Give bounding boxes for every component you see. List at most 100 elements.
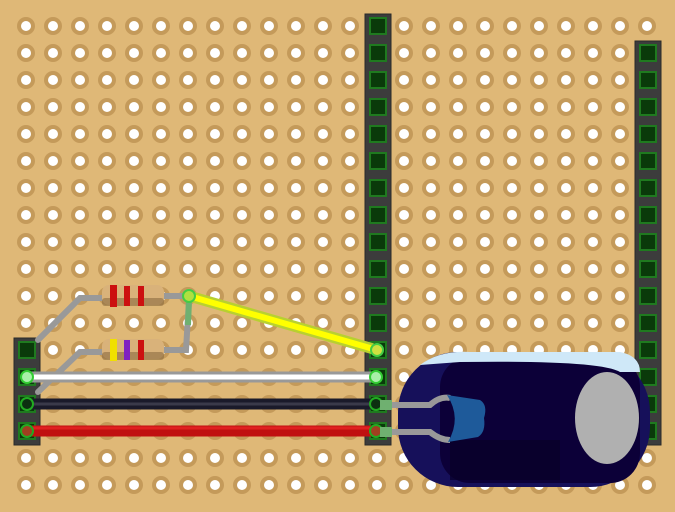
hole[interactable] bbox=[426, 210, 436, 220]
hole[interactable] bbox=[426, 237, 436, 247]
hole[interactable] bbox=[291, 21, 301, 31]
hole[interactable] bbox=[264, 345, 274, 355]
hole[interactable] bbox=[615, 291, 625, 301]
hole[interactable] bbox=[318, 183, 328, 193]
hole[interactable] bbox=[561, 318, 571, 328]
hole[interactable] bbox=[291, 291, 301, 301]
hole[interactable] bbox=[507, 291, 517, 301]
hole[interactable] bbox=[21, 291, 31, 301]
hole[interactable] bbox=[21, 129, 31, 139]
hole[interactable] bbox=[102, 48, 112, 58]
hole[interactable] bbox=[237, 480, 247, 490]
hole[interactable] bbox=[237, 102, 247, 112]
hole[interactable] bbox=[507, 75, 517, 85]
hole[interactable] bbox=[318, 156, 328, 166]
hole[interactable] bbox=[237, 183, 247, 193]
hole[interactable] bbox=[318, 210, 328, 220]
hole[interactable] bbox=[264, 75, 274, 85]
hole[interactable] bbox=[129, 75, 139, 85]
hole[interactable] bbox=[399, 318, 409, 328]
hole[interactable] bbox=[507, 264, 517, 274]
hole[interactable] bbox=[561, 210, 571, 220]
hole[interactable] bbox=[399, 210, 409, 220]
hole[interactable] bbox=[291, 102, 301, 112]
hole[interactable] bbox=[480, 75, 490, 85]
hole[interactable] bbox=[102, 129, 112, 139]
hole[interactable] bbox=[156, 318, 166, 328]
header-pin[interactable] bbox=[639, 287, 657, 305]
hole[interactable] bbox=[345, 453, 355, 463]
header-pin[interactable] bbox=[639, 71, 657, 89]
header-pin[interactable] bbox=[369, 260, 387, 278]
hole[interactable] bbox=[345, 48, 355, 58]
hole[interactable] bbox=[183, 48, 193, 58]
hole[interactable] bbox=[75, 183, 85, 193]
hole[interactable] bbox=[75, 156, 85, 166]
hole[interactable] bbox=[48, 264, 58, 274]
hole[interactable] bbox=[480, 183, 490, 193]
hole[interactable] bbox=[156, 102, 166, 112]
hole[interactable] bbox=[183, 453, 193, 463]
hole[interactable] bbox=[615, 102, 625, 112]
hole[interactable] bbox=[129, 237, 139, 247]
hole[interactable] bbox=[426, 75, 436, 85]
hole[interactable] bbox=[237, 75, 247, 85]
hole[interactable] bbox=[399, 291, 409, 301]
hole[interactable] bbox=[588, 264, 598, 274]
hole[interactable] bbox=[264, 480, 274, 490]
hole[interactable] bbox=[291, 345, 301, 355]
header-pin[interactable] bbox=[369, 71, 387, 89]
hole[interactable] bbox=[48, 291, 58, 301]
hole[interactable] bbox=[588, 291, 598, 301]
hole[interactable] bbox=[237, 318, 247, 328]
hole[interactable] bbox=[156, 156, 166, 166]
hole[interactable] bbox=[588, 48, 598, 58]
hole[interactable] bbox=[426, 264, 436, 274]
hole[interactable] bbox=[615, 480, 625, 490]
hole[interactable] bbox=[48, 129, 58, 139]
header-pin[interactable] bbox=[369, 17, 387, 35]
hole[interactable] bbox=[426, 480, 436, 490]
hole[interactable] bbox=[534, 129, 544, 139]
hole[interactable] bbox=[183, 129, 193, 139]
hole[interactable] bbox=[237, 129, 247, 139]
hole[interactable] bbox=[21, 21, 31, 31]
hole[interactable] bbox=[318, 21, 328, 31]
wire-yellow[interactable] bbox=[182, 289, 384, 357]
hole[interactable] bbox=[561, 129, 571, 139]
hole[interactable] bbox=[48, 75, 58, 85]
hole[interactable] bbox=[129, 480, 139, 490]
hole[interactable] bbox=[345, 183, 355, 193]
hole[interactable] bbox=[399, 345, 409, 355]
hole[interactable] bbox=[399, 264, 409, 274]
header-pin[interactable] bbox=[369, 44, 387, 62]
hole[interactable] bbox=[237, 21, 247, 31]
hole[interactable] bbox=[210, 264, 220, 274]
hole[interactable] bbox=[480, 129, 490, 139]
hole[interactable] bbox=[480, 156, 490, 166]
hole[interactable] bbox=[264, 264, 274, 274]
hole[interactable] bbox=[75, 21, 85, 31]
hole[interactable] bbox=[102, 156, 112, 166]
header-pin[interactable] bbox=[639, 341, 657, 359]
hole[interactable] bbox=[237, 156, 247, 166]
hole[interactable] bbox=[615, 264, 625, 274]
hole[interactable] bbox=[534, 21, 544, 31]
hole[interactable] bbox=[507, 210, 517, 220]
hole[interactable] bbox=[318, 318, 328, 328]
hole[interactable] bbox=[453, 21, 463, 31]
hole[interactable] bbox=[561, 75, 571, 85]
hole[interactable] bbox=[534, 264, 544, 274]
wire-white[interactable] bbox=[20, 370, 383, 384]
header-pin[interactable] bbox=[369, 206, 387, 224]
hole[interactable] bbox=[156, 129, 166, 139]
hole[interactable] bbox=[318, 480, 328, 490]
hole[interactable] bbox=[291, 264, 301, 274]
hole[interactable] bbox=[588, 156, 598, 166]
hole[interactable] bbox=[156, 480, 166, 490]
hole[interactable] bbox=[48, 102, 58, 112]
hole[interactable] bbox=[129, 318, 139, 328]
hole[interactable] bbox=[210, 318, 220, 328]
hole[interactable] bbox=[453, 129, 463, 139]
hole[interactable] bbox=[21, 318, 31, 328]
